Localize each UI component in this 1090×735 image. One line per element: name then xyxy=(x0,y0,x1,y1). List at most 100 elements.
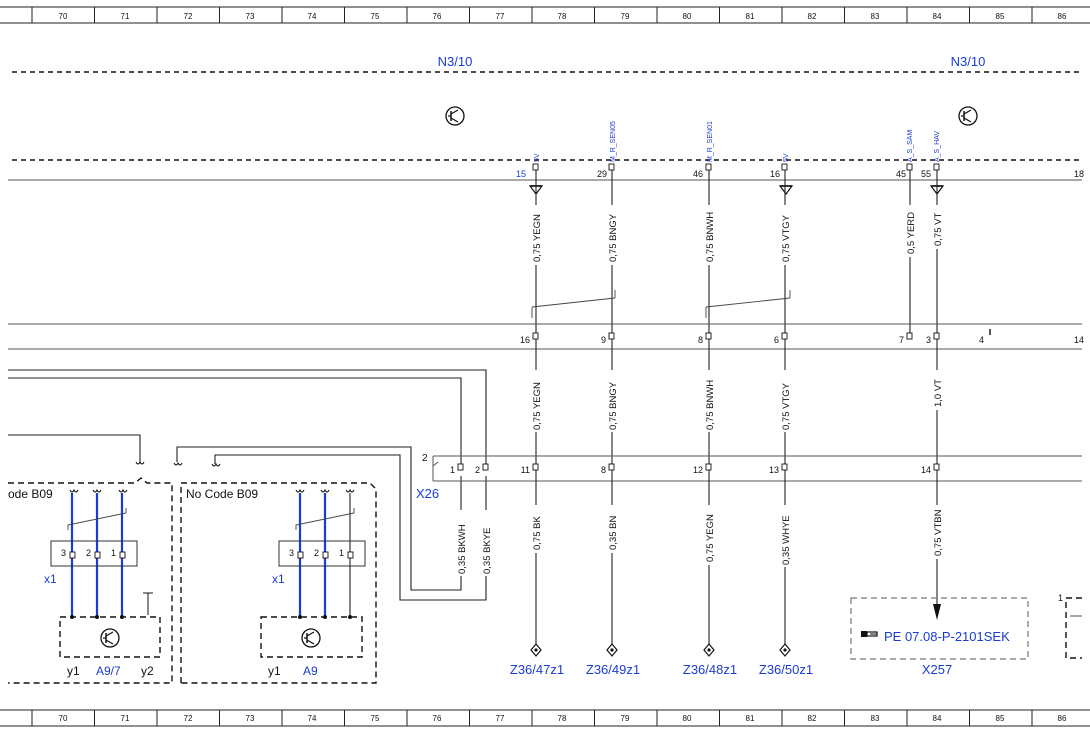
reference-box[interactable]: PE 07.08-P-2101SEK X257 xyxy=(850,597,1029,677)
ecu-pin: 29 xyxy=(597,169,607,179)
module-label-left: N3/10 xyxy=(438,54,473,69)
mid-pin: 14 xyxy=(1074,335,1084,345)
x26-pin: 1 xyxy=(450,465,455,475)
upper-wires: 0,75 YEGN 0,75 BNGY 0,75 BNWH 0,75 VTGY … xyxy=(530,170,944,333)
ruler-bottom-70: 70 xyxy=(59,714,68,723)
connector-label: X26 xyxy=(416,486,439,501)
ruler-bottom-86: 86 xyxy=(1058,714,1067,723)
transistor-icon xyxy=(958,106,978,126)
signal-a-s-hav: A_S_HAV xyxy=(934,131,941,162)
ruler-top-73: 73 xyxy=(246,12,255,21)
ruler-bottom-78: 78 xyxy=(558,714,567,723)
ruler-top-79: 79 xyxy=(621,12,630,21)
signal-5v-2: 5V xyxy=(783,153,790,162)
middle-connector: 16 9 8 6 7 3 4 14 xyxy=(8,323,1084,350)
ruler-bottom-80: 80 xyxy=(683,714,692,723)
far-right-pin: 1 xyxy=(1058,593,1063,603)
pin-label: 1 xyxy=(339,548,344,558)
ground-icon xyxy=(778,185,794,195)
wire-label: 0,75 VTBN xyxy=(933,509,944,556)
wire-label: 0,35 WHYE xyxy=(781,515,792,565)
ruler-bottom-72: 72 xyxy=(184,714,193,723)
ruler-top-85: 85 xyxy=(996,12,1005,21)
ecu-pin: 15 xyxy=(516,169,526,179)
ground-label[interactable]: Z36/50z1 xyxy=(759,662,813,677)
mid-pin: 8 xyxy=(698,335,703,345)
ground-label[interactable]: Z36/47z1 xyxy=(510,662,564,677)
mid-pin: 3 xyxy=(926,335,931,345)
signal-m-r-sen01: M_R_SEN01 xyxy=(707,121,714,162)
ruler-bottom-73: 73 xyxy=(246,714,255,723)
ecu-pin: 46 xyxy=(693,169,703,179)
ruler-bottom-85: 85 xyxy=(996,714,1005,723)
signal-m-r-sen05: M_R_SEN05 xyxy=(610,121,617,162)
ground-points: Z36/47z1 Z36/49z1 Z36/48z1 Z36/50z1 xyxy=(510,643,813,677)
ruler-top-84: 84 xyxy=(933,12,942,21)
mid-pin: 4 xyxy=(979,335,984,345)
wire-label: 1,0 VT xyxy=(933,379,944,407)
x26-pin: 11 xyxy=(521,465,530,475)
ruler-top-82: 82 xyxy=(808,12,817,21)
wire-label: 0,75 BK xyxy=(532,516,543,550)
x26-pin: 12 xyxy=(693,465,703,475)
middle-wires: 0,75 YEGN 0,75 BNGY 0,75 BNWH 0,75 VTGY … xyxy=(530,339,944,464)
ground-label[interactable]: Z36/49z1 xyxy=(586,662,640,677)
wire-label: 0,75 VTGY xyxy=(781,214,792,262)
bottom-ruler: 70 71 72 73 74 75 76 77 78 79 80 81 82 8… xyxy=(0,709,1090,727)
ruler-top-71: 71 xyxy=(121,12,130,21)
x26-pin: 13 xyxy=(769,465,779,475)
ruler-top-77: 77 xyxy=(496,12,505,21)
pin-label: 3 xyxy=(289,548,294,558)
wire-label: 0,75 YEGN xyxy=(532,382,543,430)
ruler-top-75: 75 xyxy=(371,12,380,21)
x26-pin: 2 xyxy=(475,465,480,475)
signal-a-s-sam: A_S_SAM xyxy=(907,130,914,162)
x1-label: x1 xyxy=(44,572,57,586)
wire-label: 0,75 YEGN xyxy=(705,514,716,562)
component-name[interactable]: A9/7 xyxy=(96,664,121,678)
wire-label: 0,75 VT xyxy=(933,213,944,246)
wire-label: 0,35 BKWH xyxy=(457,524,468,574)
group-title-left: ode B09 xyxy=(8,487,53,501)
signal-5v: 5V xyxy=(534,153,541,162)
ruler-bottom-76: 76 xyxy=(433,714,442,723)
ruler-top-80: 80 xyxy=(683,12,692,21)
hand-pointer-icon xyxy=(861,631,878,637)
ground-label[interactable]: Z36/48z1 xyxy=(683,662,737,677)
module-label-right: N3/10 xyxy=(951,54,986,69)
ruler-bottom-77: 77 xyxy=(496,714,505,723)
ruler-top-78: 78 xyxy=(558,12,567,21)
wire-label: 0,75 BNGY xyxy=(608,381,619,430)
module-n3-10: N3/10 N3/10 xyxy=(8,54,1082,181)
ruler-bottom-74: 74 xyxy=(308,714,317,723)
component-group-right: No Code B09 3 2 1 x1 y1 A9 xyxy=(180,482,377,684)
ruler-bottom-75: 75 xyxy=(371,714,380,723)
wire-label: 0,75 BNWH xyxy=(705,380,716,430)
connector-x26: 2 X26 1 2 11 8 12 13 14 xyxy=(416,453,1082,501)
component-name[interactable]: A9 xyxy=(303,664,318,678)
wire-label: 0,35 BN xyxy=(608,516,619,550)
pin-label: 2 xyxy=(314,548,319,558)
component-group-left: ode B09 3 2 1 x1 y1 A9/7 y2 xyxy=(8,477,173,684)
ground-icon xyxy=(606,643,618,657)
mid-pin: 6 xyxy=(774,335,779,345)
y1-label: y1 xyxy=(268,664,281,678)
ruler-bottom-81: 81 xyxy=(746,714,755,723)
ground-icon xyxy=(779,643,791,657)
ruler-bottom-82: 82 xyxy=(808,714,817,723)
ground-icon xyxy=(703,643,715,657)
transistor-icon xyxy=(445,106,465,126)
x26-pin: 14 xyxy=(921,465,931,475)
wire-label: 0,75 YEGN xyxy=(532,214,543,262)
mid-pin: 16 xyxy=(520,335,530,345)
ruler-top-86: 86 xyxy=(1058,12,1067,21)
ecu-pin: 55 xyxy=(921,169,931,179)
far-right-partial: 1 xyxy=(1058,593,1082,659)
pin-label: 2 xyxy=(86,548,91,558)
wire-label: 0,75 VTGY xyxy=(781,382,792,430)
mid-pin: 9 xyxy=(601,335,606,345)
ruler-top-70: 70 xyxy=(59,12,68,21)
reference-link[interactable]: PE 07.08-P-2101SEK xyxy=(884,629,1010,644)
reference-label[interactable]: X257 xyxy=(922,662,952,677)
